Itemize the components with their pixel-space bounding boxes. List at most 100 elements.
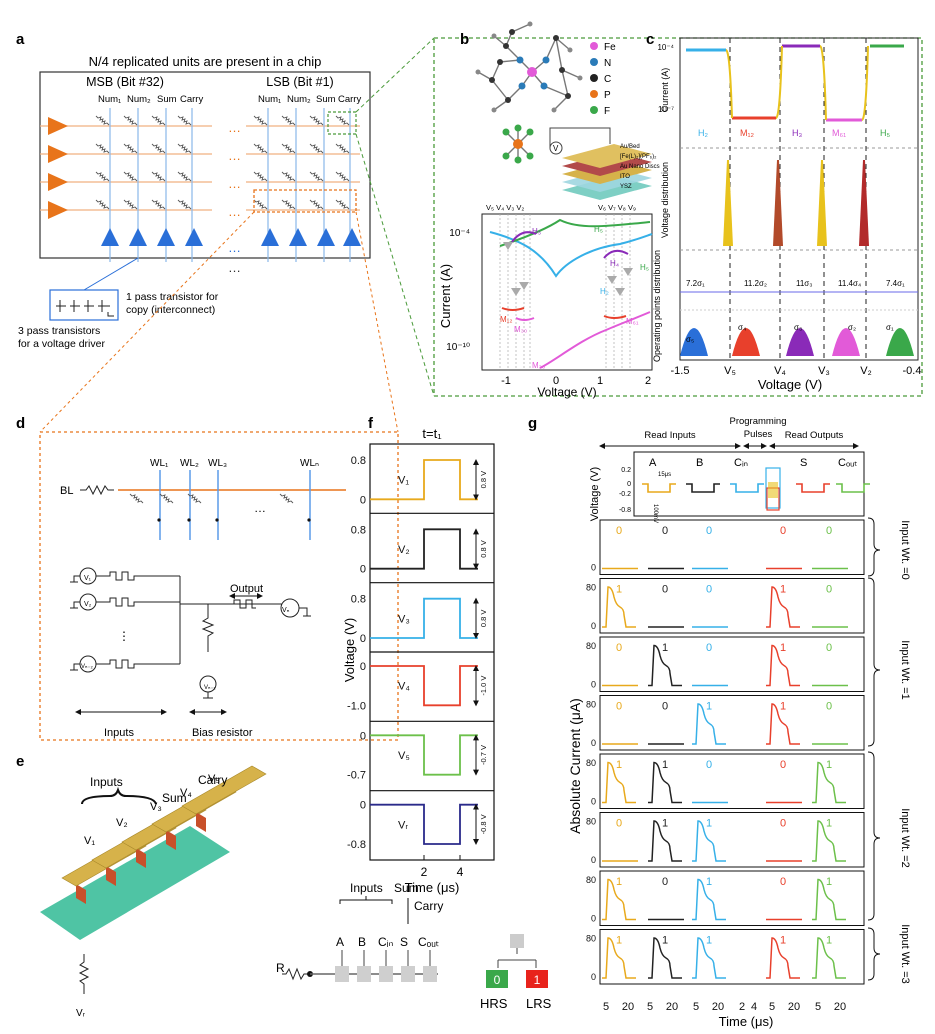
g-bit-7-1: 1 xyxy=(662,935,668,947)
vn2-label: Vₙ₋₂ xyxy=(81,664,94,670)
f-level-tick-2: 0.8 xyxy=(351,594,366,606)
c-xtick-4: V₃ xyxy=(818,365,830,377)
f-amp-label-1: 0.8 V xyxy=(479,540,488,558)
group-label-1: Input Wt. =1 xyxy=(899,640,911,700)
msb-col-num2: Num₂ xyxy=(127,94,151,105)
g-xtick-10: 5 xyxy=(815,1001,821,1013)
iv-arrow-3 xyxy=(607,276,617,284)
memristor-1-3-0 xyxy=(335,115,350,126)
group-label-2: Input Wt. =2 xyxy=(899,808,911,868)
g-row-ytick0-4: 0 xyxy=(591,797,596,807)
row-amplifier-1 xyxy=(48,145,68,163)
lrs-label: LRS xyxy=(526,996,552,1011)
g-xtick-7: 4 xyxy=(751,1001,757,1013)
pulses-label: Pulses xyxy=(744,429,773,440)
f-pulse-2 xyxy=(370,597,478,639)
lsb-label: LSB (Bit #1) xyxy=(266,75,333,89)
state-m61: M₆₁ xyxy=(626,317,639,326)
curve-h2 xyxy=(489,231,653,278)
cell-a: A xyxy=(336,935,344,949)
zoom-box-cell xyxy=(327,111,357,135)
group-brace-1 xyxy=(867,577,881,747)
hrs-value: 0 xyxy=(494,973,501,987)
wl-node-2 xyxy=(215,518,219,522)
iv-ylabel: Current (A) xyxy=(438,264,453,328)
wordlines xyxy=(129,470,311,540)
legend-f: F xyxy=(604,106,610,117)
wl3-label: WL₃ xyxy=(208,458,227,469)
g-bit-4-1: 1 xyxy=(662,759,668,771)
wl-node-1 xyxy=(187,518,191,522)
g-bit-0-4: 0 xyxy=(826,525,832,537)
f-ylabel: Voltage (V) xyxy=(342,618,357,682)
g-trace-2-1 xyxy=(648,644,682,687)
bl-label: BL xyxy=(60,485,73,497)
lsb-col-sum: Sum xyxy=(316,94,336,105)
e-pillar-3 xyxy=(166,830,176,850)
atom-21 xyxy=(502,128,510,136)
zoom-connector-green xyxy=(355,37,435,397)
circuit-cell-2 xyxy=(379,966,393,982)
memristor-0-1-1 xyxy=(123,143,138,154)
zoom-frame-bc xyxy=(433,37,923,397)
g-top-ytick-4: -0.8 xyxy=(619,507,631,514)
column-driver-4 xyxy=(261,228,279,246)
legend-c: C xyxy=(604,74,611,85)
column-driver-2 xyxy=(157,228,175,246)
circuit-cells xyxy=(335,950,437,982)
iv-ytick-top: 10⁻⁴ xyxy=(449,228,470,239)
input-memristor-1 xyxy=(96,597,180,607)
iv-ytick-bottom: 10⁻¹⁰ xyxy=(446,342,470,353)
f-pulse-name-1: V₂ xyxy=(398,544,410,556)
curve-m30 xyxy=(539,311,651,369)
g-bit-6-0: 1 xyxy=(616,876,622,888)
memristor-0-3-0 xyxy=(177,115,192,126)
c-sig-lbl-1: σ₅ xyxy=(686,335,694,344)
state-h5-left: H₅ xyxy=(594,225,603,234)
f-pulse-1 xyxy=(370,528,478,570)
atom-18 xyxy=(475,69,481,75)
state-m12: M₁₂ xyxy=(500,315,512,324)
panel-label-b: b xyxy=(460,31,469,48)
c-vdist-0 xyxy=(723,160,733,246)
legend-c-dot xyxy=(590,74,598,82)
state-m30-bottom: M₃₀ xyxy=(532,361,545,370)
g-trace-6-0 xyxy=(602,878,636,921)
c-ylabel-current: Current (A) xyxy=(660,68,670,113)
legend-n-dot xyxy=(590,58,598,66)
c-traces xyxy=(680,38,918,360)
atom-17 xyxy=(489,77,495,83)
column-driver-5 xyxy=(289,228,307,246)
g-xtick-6: 2 xyxy=(739,1001,745,1013)
g-row-ytick80-5: 80 xyxy=(586,817,596,827)
atom-3 xyxy=(518,82,526,90)
g-row-frame-4 xyxy=(599,753,865,809)
circuit-inputs-bracket xyxy=(339,896,393,904)
g-trace-6-4 xyxy=(812,878,846,921)
f-zero-tick-0: 0 xyxy=(360,494,366,506)
atom-14 xyxy=(551,107,557,113)
ground-resistor xyxy=(78,954,90,994)
c-vdist-3 xyxy=(859,160,869,246)
c-xtick-3: V₄ xyxy=(774,365,786,377)
wl-memristor-3 xyxy=(279,493,294,504)
g-row-frame-2 xyxy=(599,636,865,692)
panel-label-a: a xyxy=(16,31,25,48)
iv-arrow-2 xyxy=(519,282,529,290)
g-ylabel: Absolute Current (μA) xyxy=(567,698,583,834)
hrs-swatch xyxy=(486,970,508,988)
g-row-frame-6 xyxy=(599,870,865,926)
panel-label-d: d xyxy=(16,415,25,432)
f-amp-label-2: 0.8 V xyxy=(479,610,488,628)
cell-b: B xyxy=(358,935,366,949)
c-opdist-2 xyxy=(786,328,814,356)
g-xlabel: Time (μs) xyxy=(719,1014,774,1029)
g-read-pulse-2 xyxy=(730,483,764,493)
atom-23 xyxy=(502,152,510,160)
g-bit-0-0: 0 xyxy=(616,525,622,537)
voltmeter-v: V xyxy=(553,144,559,153)
c-xtick-1: -1.5 xyxy=(671,365,690,377)
bl-resistor xyxy=(80,484,114,496)
panel-b: b Fe N C P F V Au/Bed [Fe(L)₂](PF₆)₂ xyxy=(438,21,660,399)
g-bit-5-4: 1 xyxy=(826,818,832,830)
